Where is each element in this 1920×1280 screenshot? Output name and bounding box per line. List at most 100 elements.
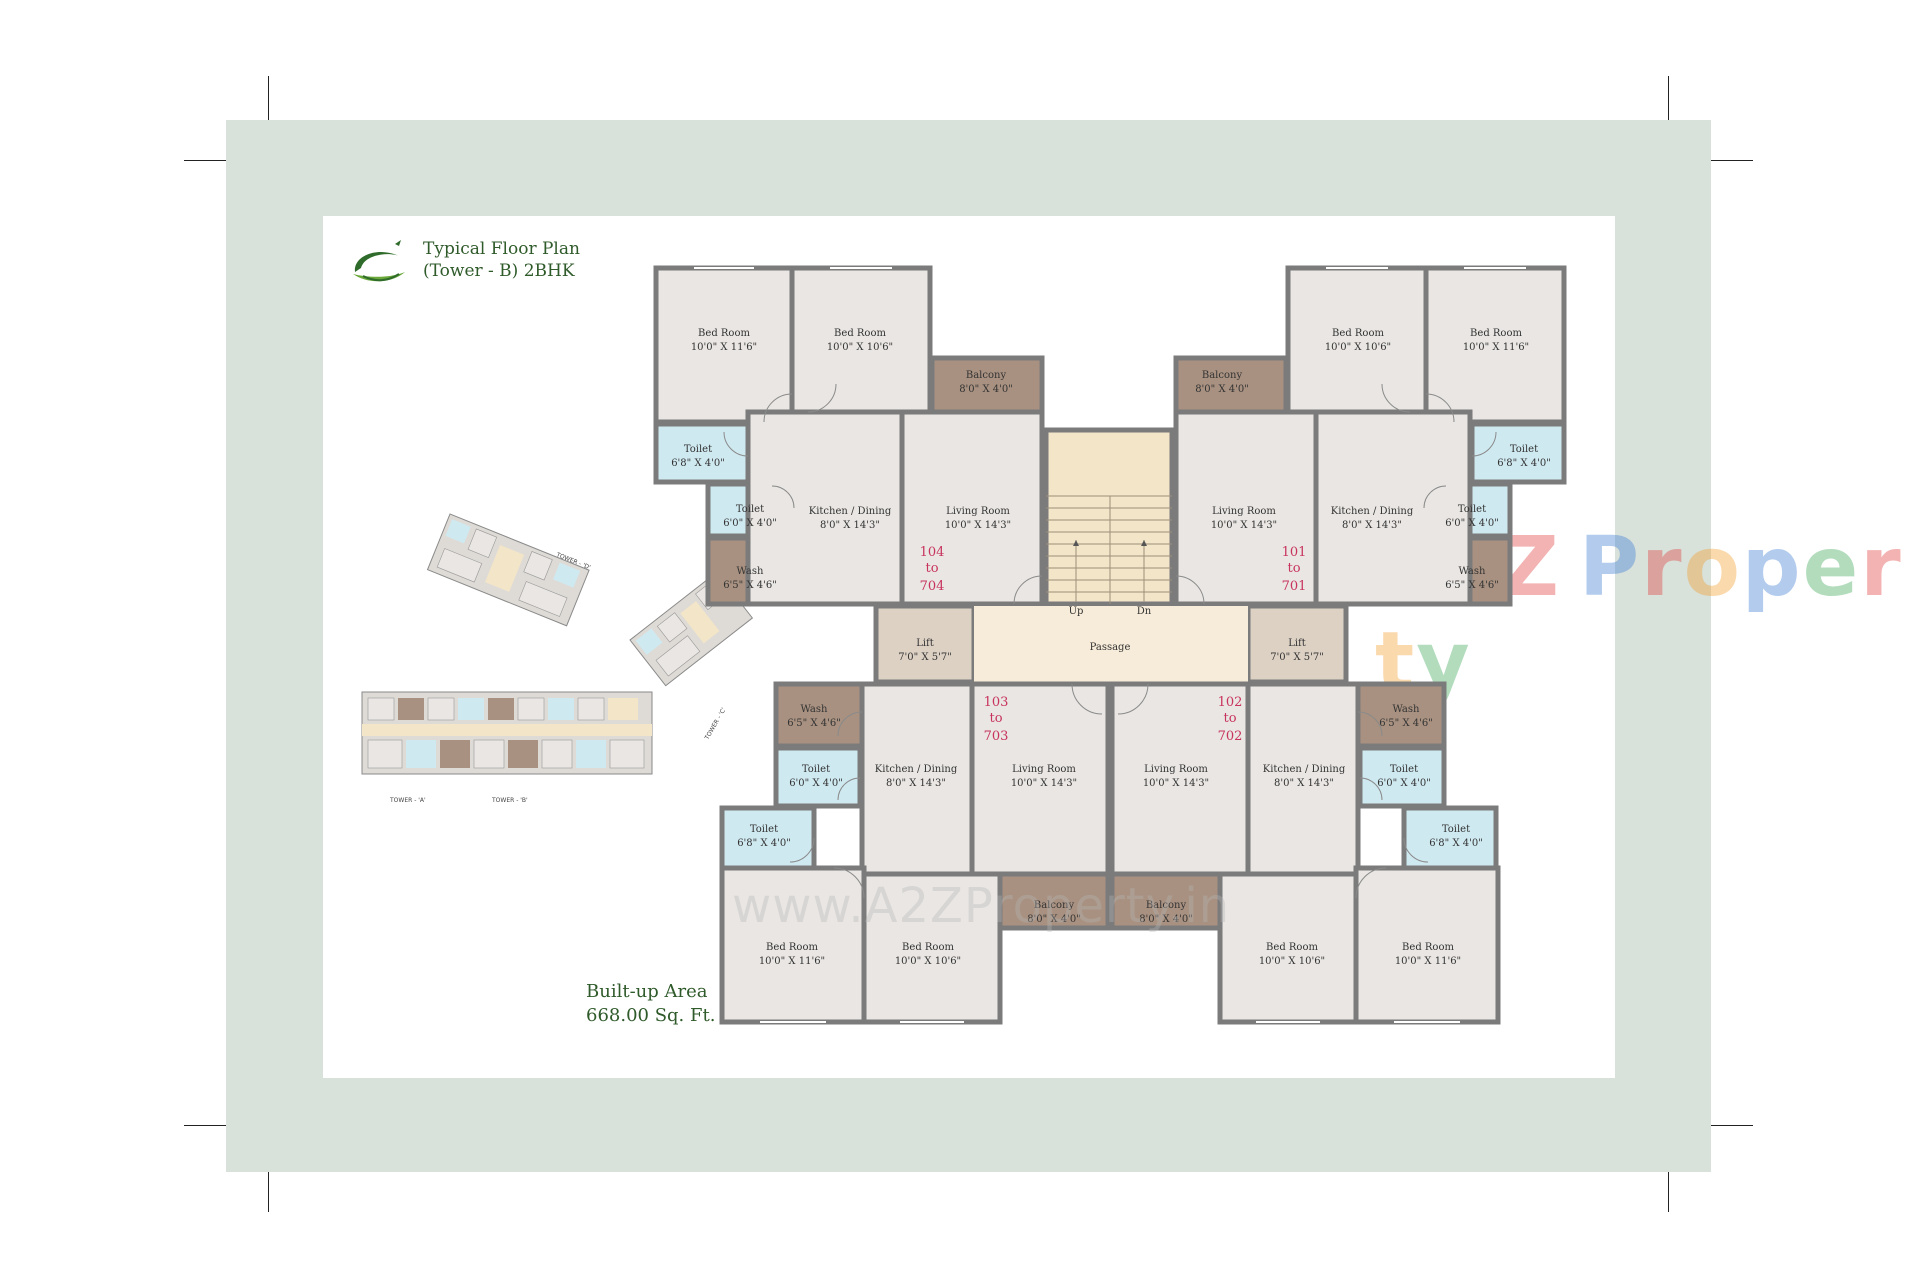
stair-steps (1046, 495, 1172, 604)
room-toilet-top-left-outer (653, 421, 751, 485)
key-plan: TOWER - 'A' TOWER - 'B' TOWER - 'C' TOWE… (361, 513, 754, 804)
unit-bl-from: 103 (984, 695, 1009, 710)
label-bed-br-outer-dim: 10'0" X 11'6" (1395, 956, 1461, 967)
label-toilet-bl-inner-dim: 6'0" X 4'0" (789, 778, 843, 789)
crop-mark (184, 160, 226, 161)
room-bed-top-left-inner (789, 265, 933, 415)
watermark-letter: o (1683, 520, 1742, 615)
label-living-tl-name: Living Room (946, 506, 1010, 517)
label-bed-br-outer-name: Bed Room (1402, 942, 1454, 953)
label-bed-tr-outer-dim: 10'0" X 11'6" (1463, 342, 1529, 353)
room-balcony-top-right (1173, 355, 1289, 415)
label-toilet-bl-outer-dim: 6'8" X 4'0" (737, 838, 791, 849)
room-wash-bottom-left (773, 681, 865, 749)
label-living-br-dim: 10'0" X 14'3" (1143, 778, 1209, 789)
label-toilet-br-inner-name: Toilet (1390, 764, 1418, 775)
label-kitchen-bl-name: Kitchen / Dining (875, 764, 958, 775)
label-wash-bl-dim: 6'5" X 4'6" (787, 718, 841, 729)
unit-tr-to: 701 (1282, 579, 1307, 594)
label-bed-tl-inner-name: Bed Room (834, 328, 886, 339)
room-kitchen-top-right (1313, 409, 1473, 607)
label-bed-bl-inner-dim: 10'0" X 10'6" (895, 956, 961, 967)
room-toilet-bottom-left-inner (773, 745, 863, 809)
label-balcony-br-name: Balcony (1146, 900, 1187, 911)
unit-br-from: 102 (1218, 695, 1243, 710)
room-bed-top-left-outer (653, 265, 795, 425)
label-toilet-tr-inner-dim: 6'0" X 4'0" (1445, 518, 1499, 529)
label-stair-dn: Dn (1137, 606, 1152, 617)
label-living-tr-name: Living Room (1212, 506, 1276, 517)
label-kitchen-bl-dim: 8'0" X 14'3" (886, 778, 946, 789)
unit-tl-from: 104 (920, 545, 945, 560)
label-toilet-tr-outer-dim: 6'8" X 4'0" (1497, 458, 1551, 469)
label-wash-bl-name: Wash (801, 704, 829, 715)
crop-mark (1711, 1125, 1753, 1126)
crop-mark (1668, 1172, 1669, 1212)
crop-mark (268, 76, 269, 120)
key-plan-label-tower-b: TOWER - 'B' (491, 797, 528, 804)
label-kitchen-tr-name: Kitchen / Dining (1331, 506, 1414, 517)
title-line-2: (Tower - B) 2BHK (423, 261, 575, 281)
label-balcony-tr-dim: 8'0" X 4'0" (1195, 384, 1249, 395)
label-balcony-tl-dim: 8'0" X 4'0" (959, 384, 1013, 395)
room-bed-bottom-left-outer (719, 865, 867, 1025)
label-kitchen-tl-dim: 8'0" X 14'3" (820, 520, 880, 531)
watermark-letter: p (1741, 520, 1803, 615)
label-balcony-br-dim: 8'0" X 4'0" (1139, 914, 1193, 925)
crop-mark (1711, 160, 1753, 161)
label-balcony-tl-name: Balcony (966, 370, 1007, 381)
unit-bl-to-word: to (989, 711, 1002, 726)
label-lift-left-name: Lift (916, 638, 934, 649)
label-balcony-tr-name: Balcony (1202, 370, 1243, 381)
area-label: Built-up Area (586, 981, 708, 1002)
label-wash-tl-name: Wash (737, 566, 765, 577)
plan-body (653, 265, 1567, 1025)
label-toilet-tr-outer-name: Toilet (1510, 444, 1538, 455)
unit-br-to-word: to (1223, 711, 1236, 726)
label-toilet-br-outer-name: Toilet (1442, 824, 1470, 835)
label-bed-bl-outer-dim: 10'0" X 11'6" (759, 956, 825, 967)
crop-mark (184, 1125, 226, 1126)
label-bed-bl-outer-name: Bed Room (766, 942, 818, 953)
windows (694, 267, 1526, 1023)
room-kitchen-top-left (745, 409, 905, 607)
room-bed-bottom-left-inner (861, 871, 1003, 1025)
unit-br-to: 702 (1218, 729, 1243, 744)
room-balcony-top-left (929, 355, 1045, 415)
label-wash-br-name: Wash (1393, 704, 1421, 715)
unit-numbers: 104 to 704 101 to 701 103 to 703 102 to … (920, 545, 1307, 744)
label-toilet-bl-outer-name: Toilet (750, 824, 778, 835)
label-wash-tr-dim: 6'5" X 4'6" (1445, 580, 1499, 591)
label-wash-br-dim: 6'5" X 4'6" (1379, 718, 1433, 729)
room-toilet-bottom-right-inner (1357, 745, 1447, 809)
label-wash-tr-name: Wash (1459, 566, 1487, 577)
watermark-url: www.A2ZProperty.in (732, 878, 1231, 934)
watermark-letter: e (1802, 520, 1861, 615)
label-toilet-br-inner-dim: 6'0" X 4'0" (1377, 778, 1431, 789)
label-living-bl-name: Living Room (1012, 764, 1076, 775)
room-balcony-bottom-left (997, 871, 1111, 931)
room-wash-bottom-right (1355, 681, 1447, 749)
label-bed-tr-inner-name: Bed Room (1332, 328, 1384, 339)
label-lift-right-name: Lift (1288, 638, 1306, 649)
label-bed-tl-inner-dim: 10'0" X 10'6" (827, 342, 893, 353)
label-stair-up: Up (1069, 606, 1084, 617)
room-labels: Bed Room 10'0" X 11'6" Bed Room 10'0" X … (671, 328, 1551, 967)
label-bed-tl-outer-dim: 10'0" X 11'6" (691, 342, 757, 353)
label-toilet-tr-inner-name: Toilet (1458, 504, 1486, 515)
label-lift-left-dim: 7'0" X 5'7" (898, 652, 952, 663)
label-wash-tl-dim: 6'5" X 4'6" (723, 580, 777, 591)
label-bed-tr-inner-dim: 10'0" X 10'6" (1325, 342, 1391, 353)
crop-mark (1668, 76, 1669, 120)
label-bed-br-inner-name: Bed Room (1266, 942, 1318, 953)
label-living-bl-dim: 10'0" X 14'3" (1011, 778, 1077, 789)
label-kitchen-tr-dim: 8'0" X 14'3" (1342, 520, 1402, 531)
key-plan-label-tower-c: TOWER - 'C' (703, 706, 728, 742)
label-kitchen-tl-name: Kitchen / Dining (809, 506, 892, 517)
key-plan-label-tower-a: TOWER - 'A' (389, 797, 426, 804)
label-toilet-tl-outer-name: Toilet (684, 444, 712, 455)
unit-tl-to-word: to (925, 561, 938, 576)
crop-mark (268, 1172, 269, 1212)
passage (974, 606, 1248, 682)
